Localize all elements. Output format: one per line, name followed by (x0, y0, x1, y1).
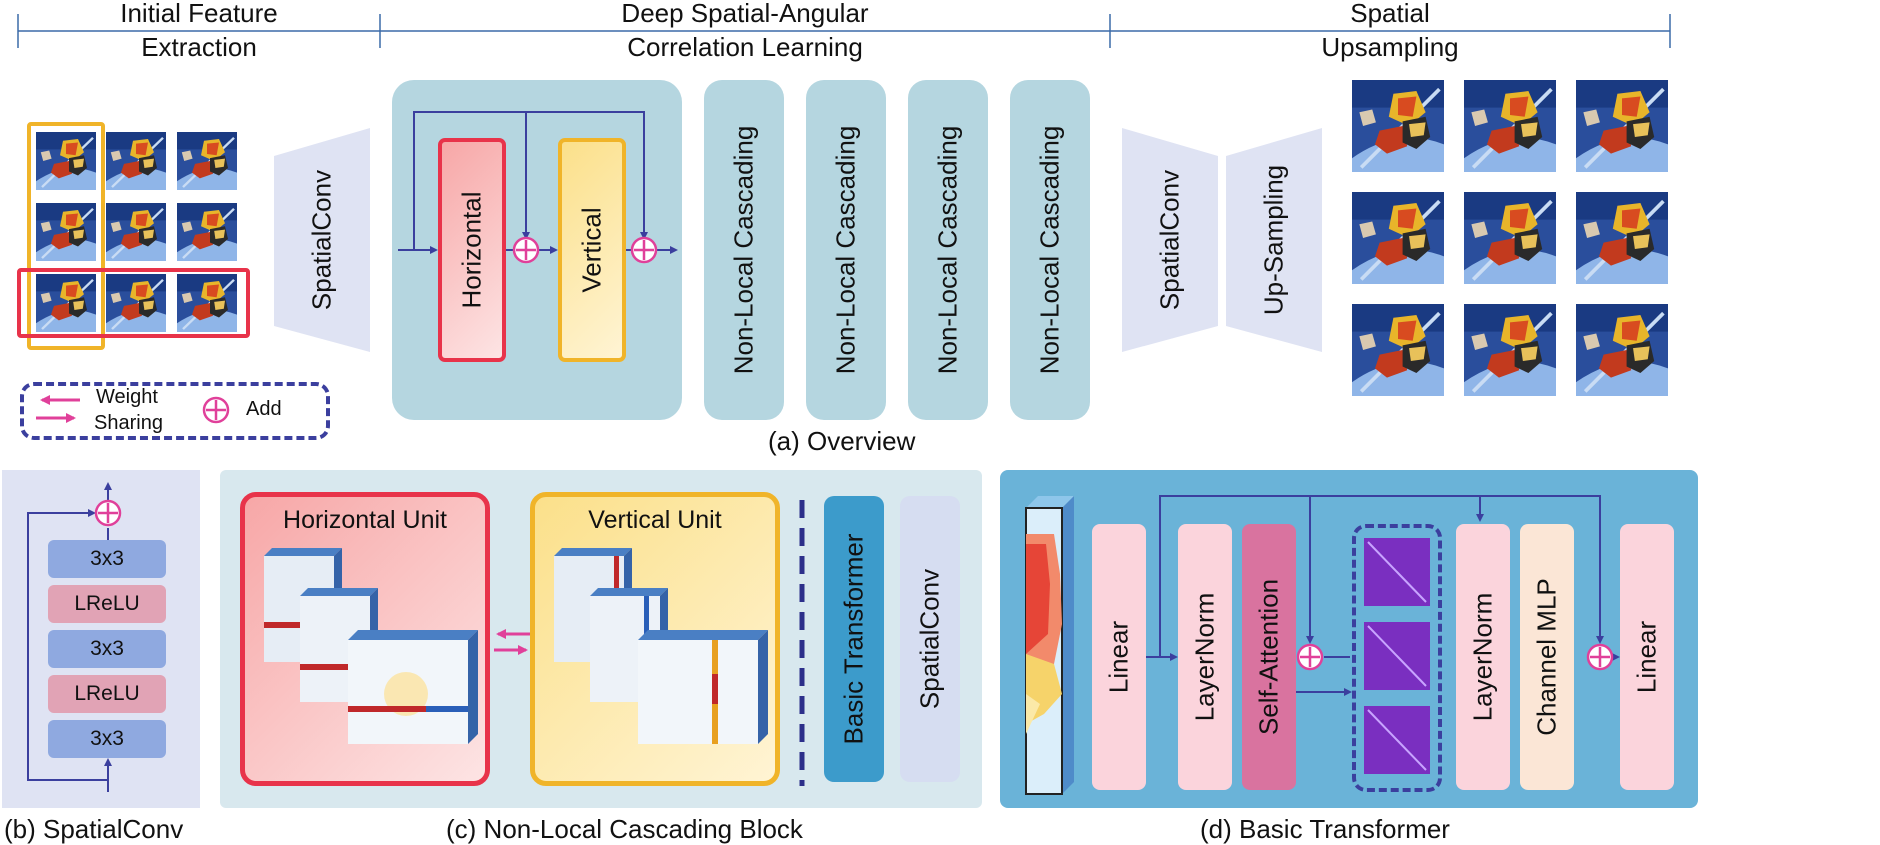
basic-transformer-block: Basic Transformer (824, 496, 884, 782)
nlc-block: Non-Local Cascading (908, 80, 988, 420)
channel-mlp-label: Channel MLP (1531, 578, 1562, 736)
input-view (106, 132, 166, 190)
header-spatial-line2: Upsampling (1321, 32, 1459, 62)
attention-maps (1364, 538, 1430, 774)
caption-overview: (a) Overview (768, 426, 916, 456)
upsampling-trapezoid (1226, 128, 1322, 352)
vertical-unit-label: Vertical Unit (588, 506, 722, 534)
output-view (1464, 304, 1556, 396)
horizontal-feature-volumes (264, 548, 478, 744)
linear-block: Linear (1092, 524, 1146, 790)
conv3x3-layer: 3x3 (48, 630, 166, 668)
channel-mlp-block: Channel MLP (1520, 524, 1574, 790)
layernorm2-label: LayerNorm (1467, 592, 1498, 722)
nlc-label: Non-Local Cascading (1034, 125, 1065, 375)
input-view (177, 132, 237, 190)
output-view (1576, 304, 1668, 396)
output-view (1464, 192, 1556, 284)
caption-spatialconv: (b) SpatialConv (4, 814, 184, 844)
conv3x3-layer: 3x3 (48, 720, 166, 758)
legend-add-label: Add (246, 398, 282, 420)
linear-label: Linear (1103, 620, 1134, 694)
horizontal-vertical-panel (392, 80, 682, 420)
header-deep-line2: Correlation Learning (627, 32, 863, 62)
layernorm-label: LayerNorm (1189, 592, 1220, 722)
nlc-label: Non-Local Cascading (728, 125, 759, 375)
feature-volume (638, 630, 768, 744)
lrelu-layer: LReLU (48, 585, 166, 623)
vertical-block: Vertical (558, 138, 626, 362)
horizontal-block: Horizontal (438, 138, 506, 362)
linear2-label: Linear (1631, 620, 1662, 694)
vertical-label: Vertical (576, 207, 607, 293)
legend-box (20, 382, 330, 440)
nlc-block: Non-Local Cascading (704, 80, 784, 420)
conv3x3-layer: 3x3 (48, 540, 166, 578)
nlc-block: Non-Local Cascading (806, 80, 886, 420)
feature-volume (348, 630, 478, 744)
spatialconv-trapezoid (274, 128, 370, 352)
self-attention-block: Self-Attention (1242, 524, 1296, 790)
linear2-block: Linear (1620, 524, 1674, 790)
output-view (1352, 304, 1444, 396)
horizontal-selection-frame (17, 268, 250, 338)
input-view (177, 203, 237, 261)
nlc-block: Non-Local Cascading (1010, 80, 1090, 420)
spatialconv-label: SpatialConv (306, 169, 337, 311)
spatialconv-trapezoid-2 (1122, 128, 1218, 352)
output-view (1352, 192, 1444, 284)
vertical-selection-frame (27, 122, 105, 350)
header-initial-line2: Extraction (141, 32, 257, 62)
header-initial-line1: Initial Feature (120, 0, 278, 28)
spatialconv-block-label: SpatialConv (914, 568, 945, 710)
vertical-feature-volumes (554, 548, 768, 744)
output-view (1576, 192, 1668, 284)
layernorm-block: LayerNorm (1178, 524, 1232, 790)
nlc-label: Non-Local Cascading (932, 125, 963, 375)
token-sequence (1025, 496, 1074, 795)
nlc-label: Non-Local Cascading (830, 125, 861, 375)
layernorm2-block: LayerNorm (1456, 524, 1510, 790)
horizontal-unit-label: Horizontal Unit (283, 506, 447, 534)
horizontal-label: Horizontal (456, 191, 487, 309)
output-view (1352, 80, 1444, 172)
legend-weight-line1: Weight (96, 386, 158, 408)
caption-transformer: (d) Basic Transformer (1200, 814, 1450, 844)
caption-nlc: (c) Non-Local Cascading Block (446, 814, 803, 844)
header-deep-line1: Deep Spatial-Angular (621, 0, 869, 28)
output-view (1464, 80, 1556, 172)
lrelu-layer: LReLU (48, 675, 166, 713)
legend-weight-line2: Sharing (94, 412, 163, 434)
spatialconv2-label: SpatialConv (1154, 169, 1185, 311)
self-attention-label: Self-Attention (1253, 578, 1284, 736)
basic-transformer-label: Basic Transformer (838, 533, 869, 745)
upsampling-label: Up-Sampling (1258, 164, 1289, 316)
header-spatial-line1: Spatial (1350, 0, 1430, 28)
output-view (1576, 80, 1668, 172)
spatialconv-block: SpatialConv (900, 496, 960, 782)
input-view (106, 203, 166, 261)
